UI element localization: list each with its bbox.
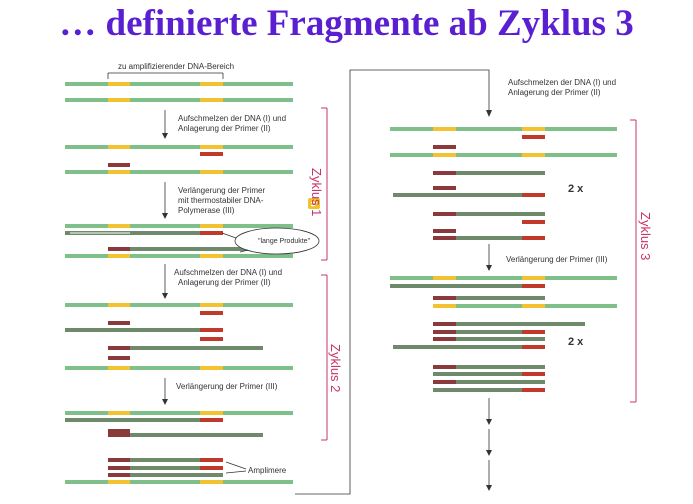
cycle2-bracket: Zyklus 2: [321, 274, 343, 441]
dna-cycle3-annealed: [390, 127, 617, 240]
amplimers-label: Amplimere: [248, 466, 287, 475]
panel-connector: [295, 69, 492, 495]
step1-line2: Anlagerung der Primer (II): [178, 124, 271, 133]
cycle2-label: Zyklus 2: [328, 344, 343, 392]
dna-cycle3-extended: [390, 276, 617, 392]
long-products-label: "lange Produkte": [258, 238, 311, 245]
step2-line3: Polymerase (III): [178, 206, 235, 215]
page-title: … definierte Fragmente ab Zyklus 3: [59, 3, 634, 44]
times-label-b: 2 x: [568, 336, 584, 348]
target-region-label: zu amplifizierender DNA-Bereich: [118, 62, 234, 71]
step4-label: Verlängerung der Primer (III): [176, 382, 278, 391]
dna-cycle2-extended: [65, 411, 293, 484]
step1-line1: Aufschmelzen der DNA (I) und: [178, 114, 286, 123]
target-region-bracket: zu amplifizierender DNA-Bereich: [107, 62, 234, 79]
dna-template-initial: [65, 82, 293, 102]
step2-line2: mit thermostabiler DNA-: [178, 196, 264, 205]
step3-line1: Aufschmelzen der DNA (I) und: [174, 268, 282, 277]
dna-cycle2-annealed: [65, 303, 293, 370]
comment-icon[interactable]: [308, 198, 320, 209]
continuation-arrows: [486, 398, 492, 491]
dna-cycle1-extended: [65, 224, 293, 258]
dna-cycle1-annealed: [65, 145, 293, 174]
times-label-a: 2 x: [568, 183, 584, 195]
right-step1-line2: Anlagerung der Primer (II): [508, 88, 601, 97]
cycle1-label: Zyklus 1: [309, 168, 324, 216]
cycle1-bracket: Zyklus 1: [309, 107, 328, 261]
step3-line2: Anlagerung der Primer (II): [178, 278, 271, 287]
long-products-callout: "lange Produkte": [221, 227, 320, 255]
right-step1-line1: Aufschmelzen der DNA (I) und: [508, 78, 616, 87]
right-step2-label: Verlängerung der Primer (III): [506, 255, 608, 264]
step2-line1: Verlängerung der Primer: [178, 186, 265, 195]
cycle3-label: Zyklus 3: [638, 212, 653, 260]
cycle3-bracket: Zyklus 3: [630, 119, 653, 403]
